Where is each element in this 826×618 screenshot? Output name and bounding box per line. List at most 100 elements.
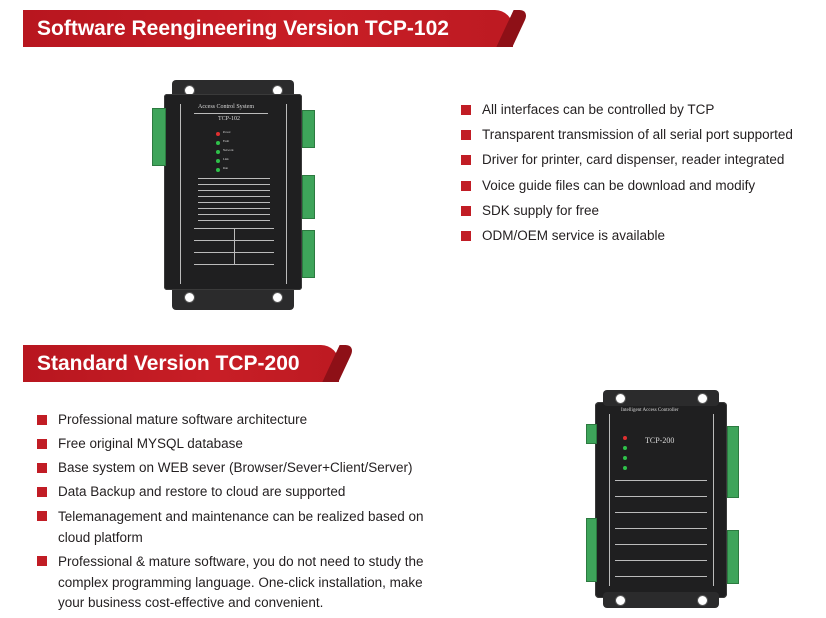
wiring-rule xyxy=(615,480,707,481)
bottom-mounting-ear xyxy=(603,592,719,608)
wiring-rule xyxy=(615,544,707,545)
led-label: Fault xyxy=(223,139,230,143)
led-fault xyxy=(216,141,220,145)
mount-hole xyxy=(697,595,708,606)
mount-hole xyxy=(184,292,195,303)
feature-item: Base system on WEB sever (Browser/Sever+… xyxy=(37,459,437,477)
mount-hole xyxy=(272,292,283,303)
table-rule xyxy=(198,178,270,179)
label-column-rule xyxy=(286,104,287,284)
feature-item: Telemanagement and maintenance can be re… xyxy=(37,507,437,548)
led-network xyxy=(216,150,220,154)
led-power xyxy=(216,132,220,136)
bullet-square-icon xyxy=(37,511,47,521)
feature-text: SDK supply for free xyxy=(482,202,600,218)
feature-text: All interfaces can be controlled by TCP xyxy=(482,102,715,117)
bullet-square-icon xyxy=(461,205,471,216)
mount-hole xyxy=(615,595,626,606)
bullet-square-icon xyxy=(461,155,471,166)
label-column-rule xyxy=(180,104,181,284)
wiring-rule xyxy=(615,576,707,577)
label-column-rule xyxy=(713,414,714,586)
table-rule xyxy=(198,220,270,221)
terminal-block xyxy=(302,175,315,219)
feature-item: ODM/OEM service is available xyxy=(461,227,821,245)
wiring-rule xyxy=(615,528,707,529)
feature-text: Driver for printer, card dispenser, read… xyxy=(482,152,785,168)
device-panel xyxy=(164,94,302,290)
section-title: Standard Version TCP-200 xyxy=(37,351,300,375)
bullet-square-icon xyxy=(37,556,47,566)
bullet-square-icon xyxy=(37,487,47,497)
section-title: Software Reengineering Version TCP-102 xyxy=(37,16,449,40)
led-label: Power xyxy=(223,130,231,134)
tcp102-device-image: Access Control System TCP-102 Power Faul… xyxy=(150,80,318,310)
led-status xyxy=(623,456,627,460)
table-rule xyxy=(198,208,270,209)
panel-title: Intelligent Access Controller xyxy=(621,408,679,413)
top-mounting-ear xyxy=(603,390,719,406)
table-rule xyxy=(198,190,270,191)
feature-list-tcp200: Professional mature software architectur… xyxy=(37,411,437,618)
feature-item: SDK supply for free xyxy=(461,202,821,220)
feature-text: Base system on WEB sever (Browser/Sever+… xyxy=(58,460,413,475)
terminal-block xyxy=(302,230,315,278)
bullet-square-icon xyxy=(37,439,47,449)
terminal-block xyxy=(727,530,739,584)
feature-item: Driver for printer, card dispenser, read… xyxy=(461,151,821,169)
table-rule xyxy=(198,202,270,203)
feature-text: Telemanagement and maintenance can be re… xyxy=(58,509,424,545)
panel-model: TCP-200 xyxy=(645,436,675,445)
terminal-block xyxy=(302,110,315,148)
panel-title: Access Control System xyxy=(198,104,254,110)
led-label: Network xyxy=(223,148,234,152)
led-status xyxy=(623,446,627,450)
bullet-square-icon xyxy=(37,415,47,425)
led-label: Link xyxy=(223,157,229,161)
feature-item: Data Backup and restore to cloud are sup… xyxy=(37,483,437,501)
terminal-block xyxy=(586,518,597,582)
feature-item: Professional & mature software, you do n… xyxy=(37,552,437,614)
wiring-rule xyxy=(615,512,707,513)
table-rule xyxy=(198,196,270,197)
section-banner-tcp102: Software Reengineering Version TCP-102 xyxy=(23,10,530,47)
feature-item: Free original MYSQL database xyxy=(37,435,437,453)
terminal-block xyxy=(727,426,739,498)
feature-item: Transparent transmission of all serial p… xyxy=(461,126,821,144)
bullet-square-icon xyxy=(461,130,471,141)
feature-item: Professional mature software architectur… xyxy=(37,411,437,429)
section-banner-tcp200: Standard Version TCP-200 xyxy=(23,345,356,382)
feature-item: Voice guide files can be download and mo… xyxy=(461,177,821,195)
bullet-square-icon xyxy=(461,230,471,241)
terminal-block xyxy=(152,108,166,166)
panel-model: TCP-102 xyxy=(218,116,241,122)
table-rule xyxy=(198,214,270,215)
bullet-square-icon xyxy=(461,105,471,115)
feature-text: Data Backup and restore to cloud are sup… xyxy=(58,484,346,499)
bullet-square-icon xyxy=(37,463,47,473)
banner-stripe xyxy=(322,345,356,382)
panel-rule xyxy=(194,113,268,114)
wiring-rule xyxy=(615,560,707,561)
feature-text: Professional & mature software, you do n… xyxy=(58,554,424,610)
table-rule xyxy=(198,184,270,185)
feature-item: All interfaces can be controlled by TCP xyxy=(461,101,821,119)
bullet-square-icon xyxy=(461,180,471,191)
terminal-block xyxy=(586,424,597,444)
feature-text: Professional mature software architectur… xyxy=(58,412,308,427)
led-link xyxy=(216,159,220,163)
feature-text: Voice guide files can be download and mo… xyxy=(482,177,756,193)
wiring-rule xyxy=(194,264,274,265)
feature-text: Free original MYSQL database xyxy=(58,436,243,451)
feature-text: ODM/OEM service is available xyxy=(482,227,666,243)
led-label: Run xyxy=(223,166,229,170)
wiring-rule xyxy=(615,496,707,497)
feature-list-tcp102: All interfaces can be controlled by TCP … xyxy=(461,101,821,252)
tcp200-device-image: Intelligent Access Controller TCP-200 xyxy=(585,390,740,608)
mount-hole xyxy=(615,393,626,404)
mount-hole xyxy=(697,393,708,404)
device-panel xyxy=(595,402,727,598)
led-run xyxy=(216,168,220,172)
feature-text: Transparent transmission of all serial p… xyxy=(482,127,793,143)
led-status xyxy=(623,466,627,470)
